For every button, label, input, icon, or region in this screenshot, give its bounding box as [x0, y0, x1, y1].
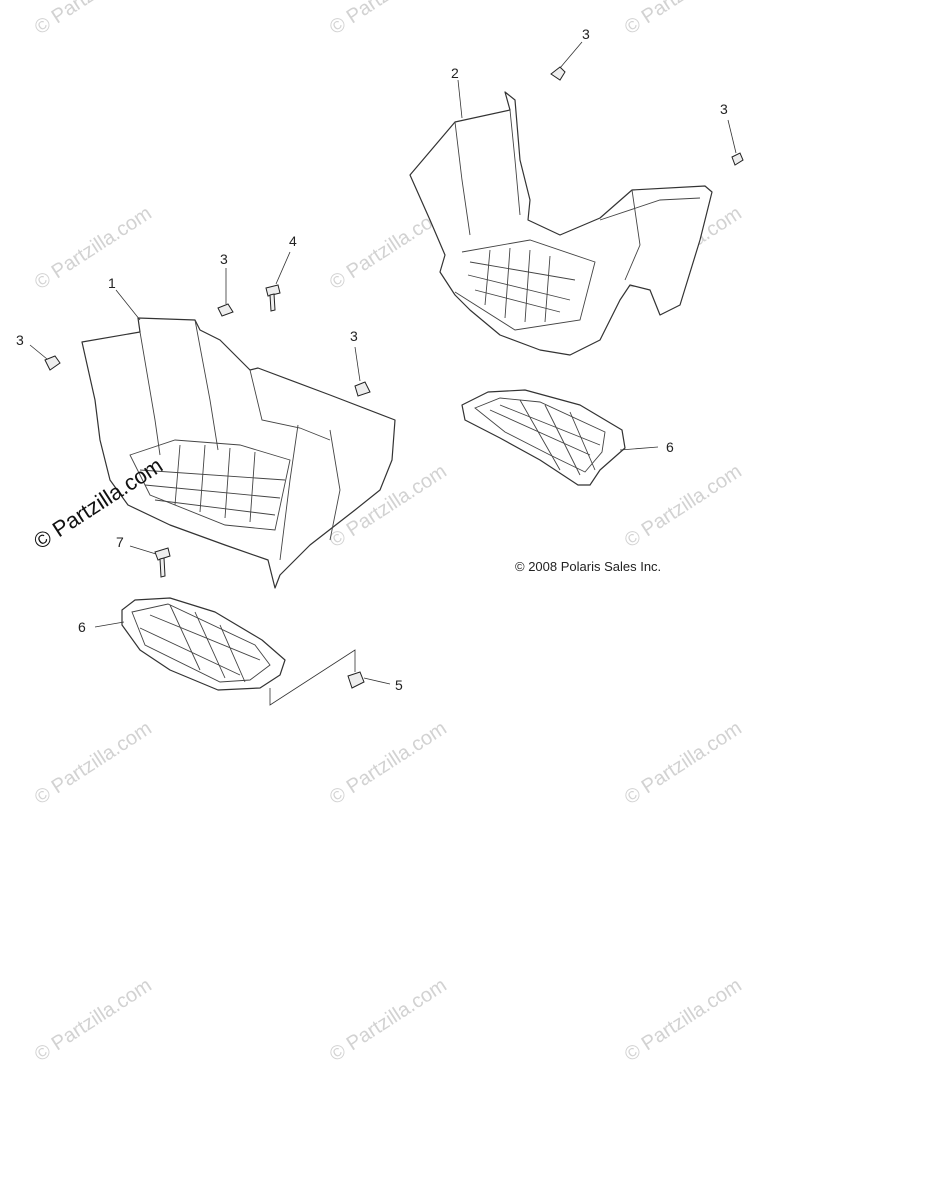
callout-6: 6: [78, 619, 86, 635]
callout-1: 1: [108, 275, 116, 291]
callout-3: 3: [220, 251, 228, 267]
watermark: © Partzilla.com: [621, 717, 746, 809]
copyright-text: © 2008 Polaris Sales Inc.: [515, 559, 661, 574]
watermark: © Partzilla.com: [31, 717, 156, 809]
fastener-3[interactable]: [550, 66, 566, 81]
callout-3: 3: [16, 332, 24, 348]
watermark: © Partzilla.com: [31, 0, 156, 39]
part-6-footrest-left[interactable]: [121, 597, 286, 691]
nut-5[interactable]: [347, 671, 365, 689]
leader-lines: [29, 41, 737, 706]
watermark: © Partzilla.com: [31, 974, 156, 1066]
part-6-footrest-right[interactable]: [461, 389, 626, 486]
watermark: © Partzilla.com: [621, 460, 746, 552]
watermarks: © Partzilla.com © Partzilla.com © Partzi…: [31, 0, 746, 1066]
callout-3: 3: [582, 26, 590, 42]
fastener-3[interactable]: [731, 152, 744, 166]
fastener-3[interactable]: [44, 355, 61, 371]
callout-3: 3: [720, 101, 728, 117]
watermark: © Partzilla.com: [621, 974, 746, 1066]
watermark: © Partzilla.com: [326, 974, 451, 1066]
fastener-3[interactable]: [217, 303, 234, 317]
callout-5: 5: [395, 677, 403, 693]
watermark: © Partzilla.com: [31, 202, 156, 294]
fasteners: [44, 66, 744, 689]
fastener-3[interactable]: [354, 381, 371, 397]
bolt-4[interactable]: [265, 284, 281, 312]
callout-2: 2: [451, 65, 459, 81]
watermark: © Partzilla.com: [326, 717, 451, 809]
watermark: © Partzilla.com: [621, 0, 746, 39]
part-1-footwell-left[interactable]: [81, 317, 396, 589]
callout-3: 3: [350, 328, 358, 344]
bolt-7[interactable]: [154, 547, 171, 578]
watermark: © Partzilla.com: [326, 0, 451, 39]
callout-7: 7: [116, 534, 124, 550]
callout-4: 4: [289, 233, 297, 249]
callout-6: 6: [666, 439, 674, 455]
callouts: 2 3 3 1 3 4 3 3 6 7 6 5: [16, 26, 728, 693]
part-2-footwell-right[interactable]: [409, 91, 713, 356]
